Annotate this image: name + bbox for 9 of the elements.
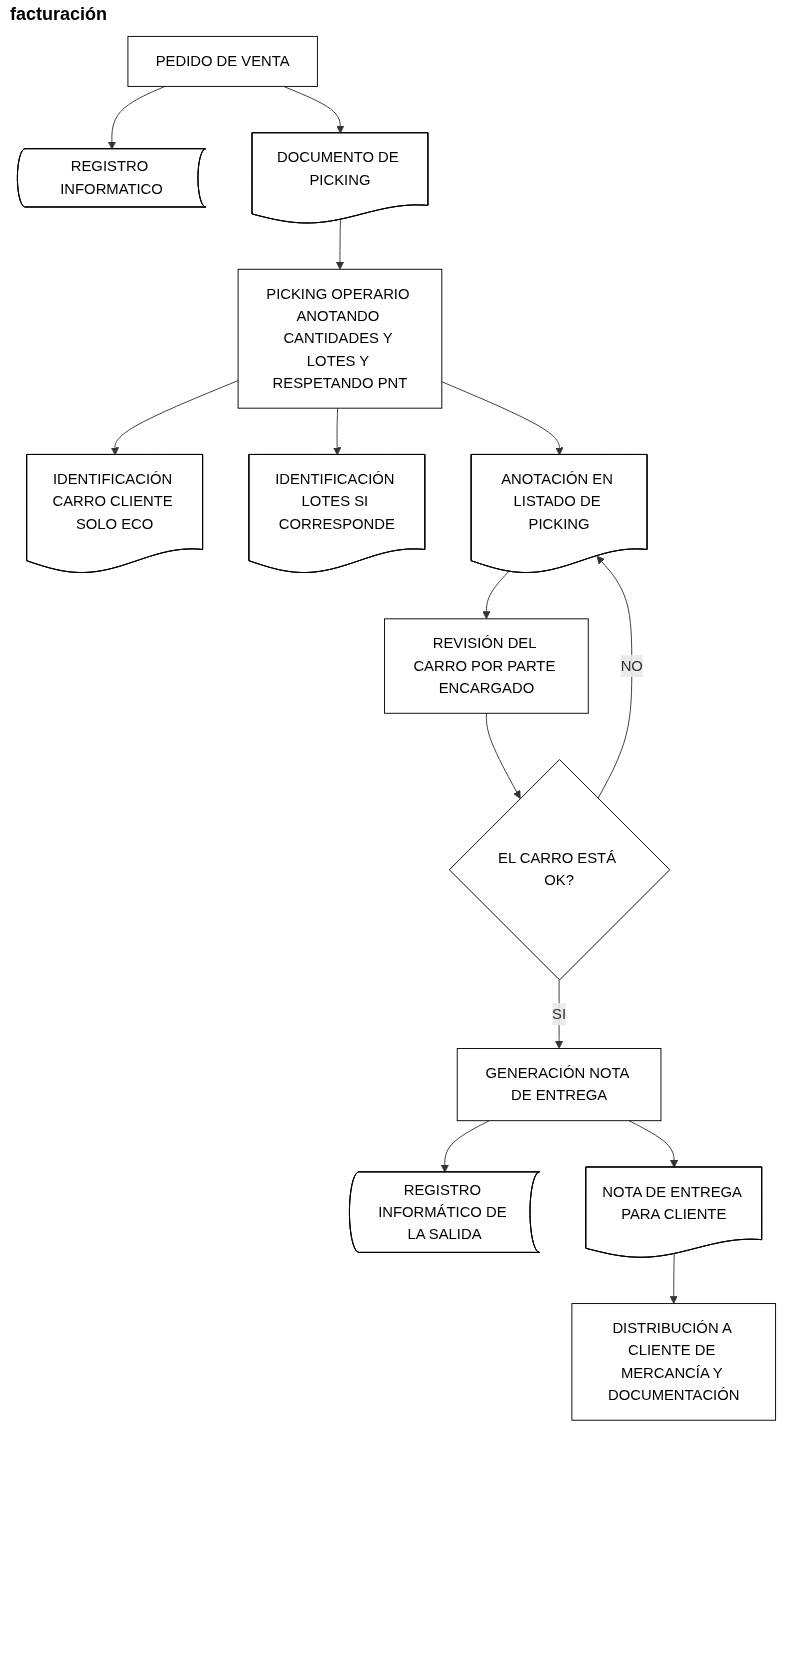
- edge-label: NO: [620, 657, 643, 674]
- node-box: GENERACIÓN NOTA DE ENTREGA: [456, 1048, 662, 1122]
- node-box: DISTRIBUCIÓN A CLIENTE DE MERCANCÍA Y DOCUMENTACIÓN: [571, 1303, 777, 1421]
- diagram-title: facturación: [10, 4, 109, 25]
- node-box: PICKING OPERARIO ANOTANDO CANTIDADES Y LOTES Y RESPETANDO PNT: [237, 268, 443, 409]
- node-diamond: EL CARRO ESTÁ OK?: [448, 759, 671, 981]
- node-box: REVISIÓN DEL CARRO POR PARTE ENCARGADO: [384, 618, 589, 714]
- edge-label: SI: [552, 1005, 567, 1022]
- node-box: PEDIDO DE VENTA: [127, 35, 318, 87]
